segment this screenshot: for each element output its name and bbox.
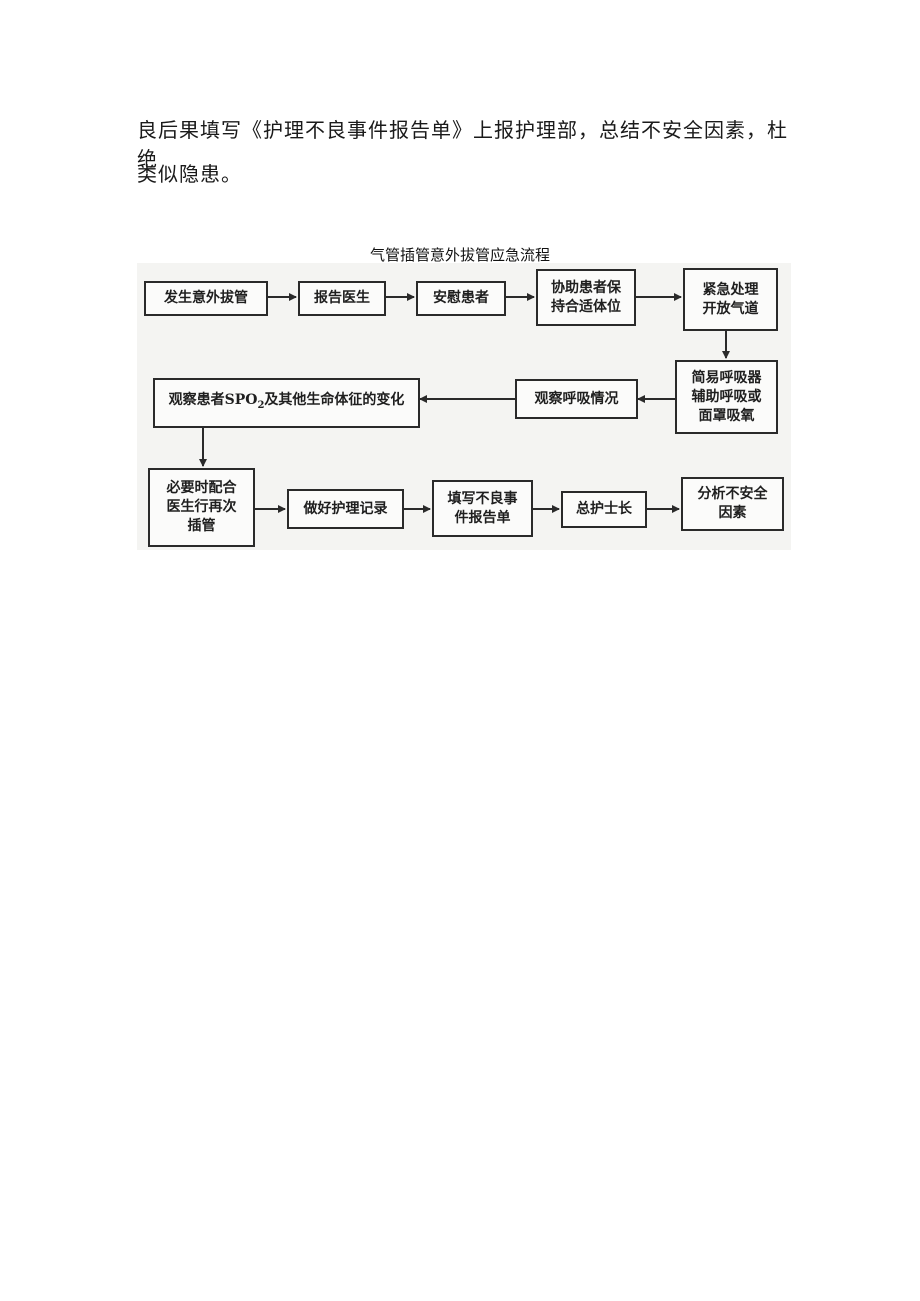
- paragraph-line-2: 类似隐患。: [137, 162, 242, 186]
- paragraph-line-1: 良后果填写《护理不良事件报告单》上报护理部，总结不安全因素，杜绝: [137, 118, 788, 171]
- flow-node-open-airway: 紧急处理 开放气道: [683, 268, 778, 331]
- flow-node-reintubate: 必要时配合 医生行再次 插管: [148, 468, 255, 547]
- flow-node-comfort-patient: 安慰患者: [416, 281, 506, 316]
- flow-node-analyze-risks: 分析不安全 因素: [681, 477, 784, 531]
- flow-node-observe-vitals: 观察患者SPO2及其他生命体征的变化: [153, 378, 420, 428]
- spo2-subscript: 2: [257, 399, 265, 411]
- flow-node-incident-report: 填写不良事 件报告单: [432, 480, 533, 537]
- flow-node-accidental-extubation: 发生意外拔管: [144, 281, 268, 316]
- flow-node-assist-position: 协助患者保 持合适体位: [536, 269, 636, 326]
- flow-node-report-doctor: 报告医生: [298, 281, 386, 316]
- flow-node-head-nurse: 总护士长: [561, 491, 647, 528]
- flow-node-ventilation: 简易呼吸器 辅助呼吸或 面罩吸氧: [675, 360, 778, 434]
- flowchart-arrows: [199, 293, 730, 513]
- flow-node-observe-breathing: 观察呼吸情况: [515, 379, 638, 419]
- flowchart: 发生意外拔管 报告医生 安慰患者 协助患者保 持合适体位 紧急处理 开放气道 简…: [137, 263, 791, 550]
- flow-node-nursing-record: 做好护理记录: [287, 489, 404, 529]
- flowchart-title: 气管插管意外拔管应急流程: [369, 246, 550, 264]
